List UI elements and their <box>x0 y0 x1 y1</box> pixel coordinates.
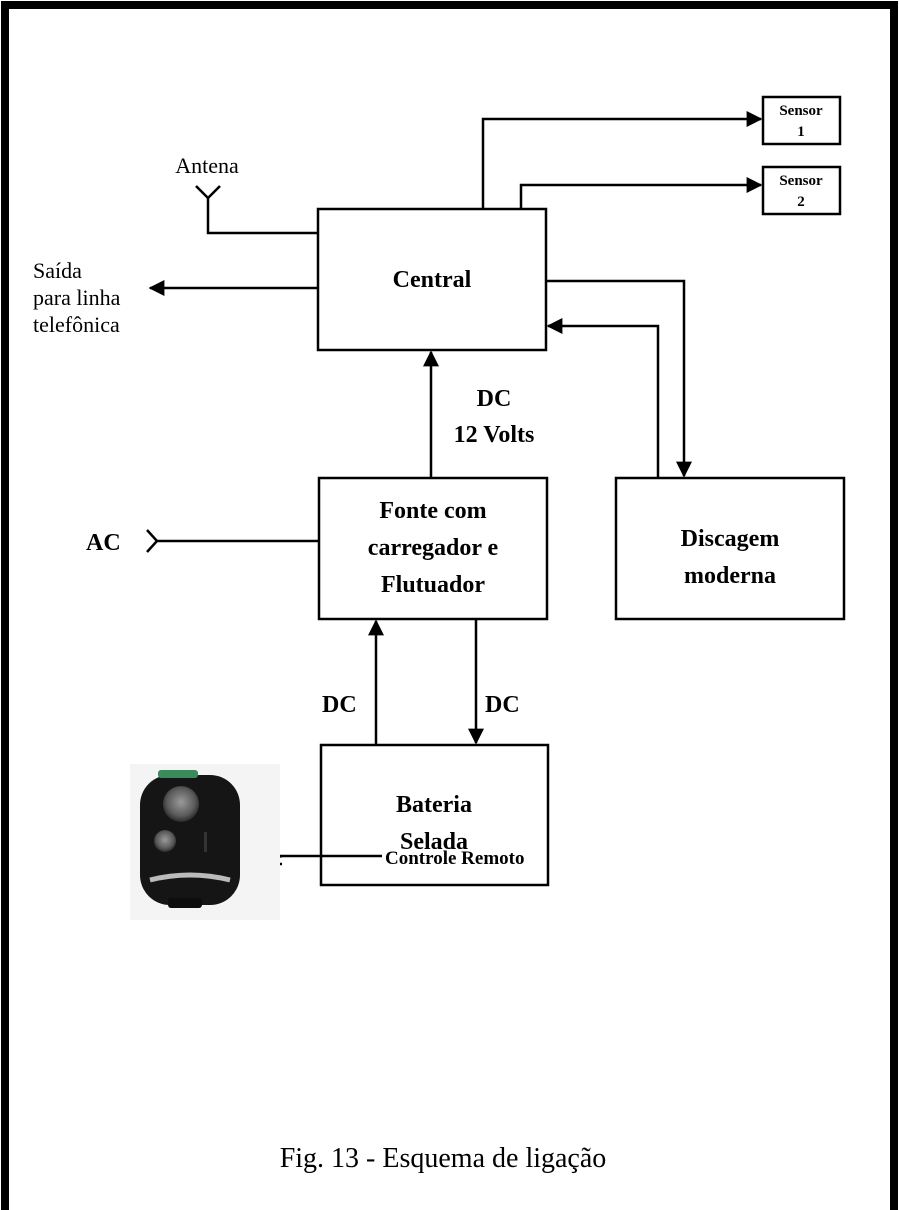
connections <box>147 119 761 864</box>
discagem-label-line2: moderna <box>684 563 776 589</box>
sensor1-label-line1: Sensor <box>779 103 823 119</box>
sensor1-label-line2: 1 <box>797 124 805 140</box>
fonte-label-line1: Fonte com <box>379 498 486 524</box>
discagem-label-line1: Discagem <box>681 526 780 552</box>
sensor2-block: Sensor 2 <box>763 167 840 214</box>
sensor1-block: Sensor 1 <box>763 97 840 144</box>
sensor2-label-line1: Sensor <box>779 173 823 189</box>
dc-right-label: DC <box>485 692 520 718</box>
fonte-label-line2: carregador e <box>368 535 499 561</box>
dc-12v-label-line1: DC <box>477 386 512 412</box>
saida-label-line2: para linha <box>33 285 121 310</box>
saida-label-line1: Saída <box>33 258 82 283</box>
fonte-block: Fonte com carregador e Flutuador <box>319 478 547 619</box>
central-to-discagem-arrow <box>546 281 684 476</box>
central-label: Central <box>393 267 472 293</box>
saida-label-line3: telefônica <box>33 312 120 337</box>
dc-left-label: DC <box>322 692 357 718</box>
antena-label: Antena <box>175 153 239 178</box>
antenna-line <box>208 198 318 233</box>
central-to-sensor1-arrow <box>483 119 761 209</box>
fonte-label-line3: Flutuador <box>381 572 485 598</box>
figure-caption: Fig. 13 - Esquema de ligação <box>280 1143 607 1174</box>
antenna-icon <box>196 186 220 198</box>
controle-remoto-label: Controle Remoto <box>385 848 524 869</box>
dc-12v-label-line2: 12 Volts <box>454 422 535 448</box>
discagem-block: Discagem moderna <box>616 478 844 619</box>
bateria-label-line1: Bateria <box>396 792 472 818</box>
central-to-sensor2-arrow <box>521 185 761 209</box>
ac-connector-icon <box>147 530 157 552</box>
discagem-to-central-arrow <box>548 326 658 478</box>
central-block: Central <box>318 209 546 350</box>
ac-label: AC <box>86 530 121 556</box>
remote-control-image <box>130 764 280 920</box>
sensor2-label-line2: 2 <box>797 194 805 210</box>
